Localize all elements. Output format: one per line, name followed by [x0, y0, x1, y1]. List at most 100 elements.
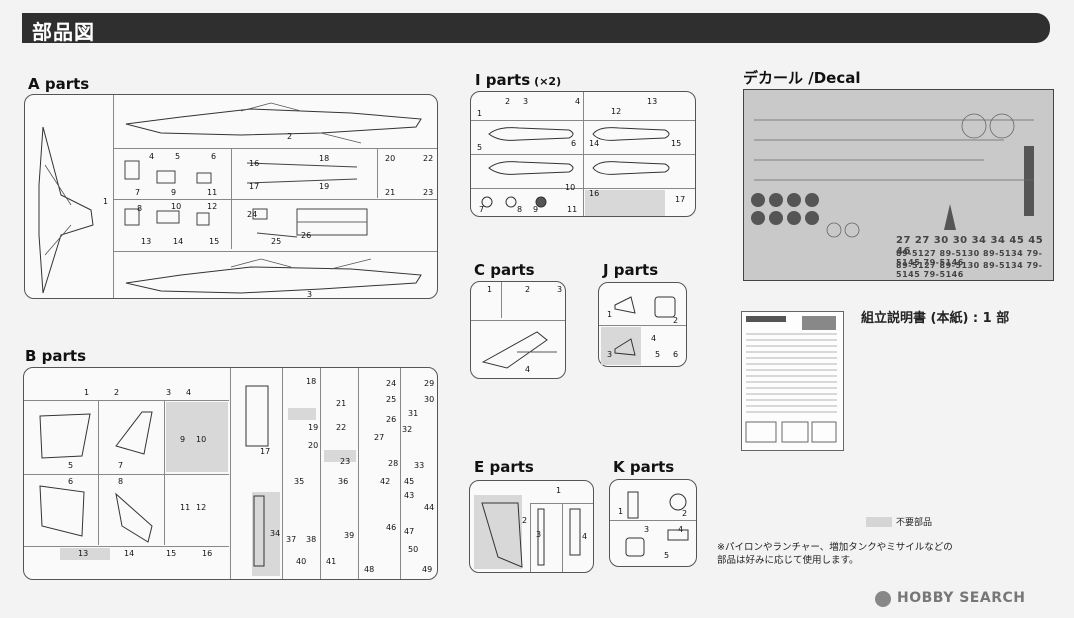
part-number: 44 [424, 503, 435, 512]
section-label-j: J parts [603, 261, 659, 279]
part-number: 35 [294, 477, 305, 486]
part-number: 32 [402, 425, 413, 434]
manual-caption: 組立説明書 (本紙) : 1 部 [861, 311, 1010, 326]
part-number: 40 [296, 557, 307, 566]
part-number: 26 [301, 231, 312, 240]
watermark-brand: HOBBY SEARCH [897, 590, 1026, 606]
part-number: 3 [536, 530, 542, 539]
fuselage-lower-part [125, 258, 422, 294]
part-number: 17 [249, 182, 260, 191]
part-number: 7 [118, 461, 124, 470]
fuselage-upper-part [125, 102, 422, 144]
part-number: 15 [166, 549, 177, 558]
part-number: 16 [202, 549, 213, 558]
page-title: 部品図 [32, 20, 95, 44]
part-number: 15 [671, 139, 682, 148]
part-number: 11 [207, 188, 218, 197]
part-number: 1 [556, 486, 562, 495]
decal-number-row-1: 27 27 30 30 34 34 45 45 46 [896, 235, 1044, 257]
part-number: 19 [308, 423, 319, 432]
unused-parts-swatch [866, 517, 892, 527]
part-number: 5 [175, 152, 181, 161]
sprue-c: 1 2 3 4 [470, 281, 566, 379]
part-number: 6 [673, 350, 679, 359]
note-line-2: 部品は好みに応じて使用します。 [717, 555, 859, 566]
part-number: 3 [523, 97, 529, 106]
section-label-i: I parts(×2) [475, 71, 561, 89]
part-number: 12 [207, 202, 218, 211]
wing-part [38, 126, 94, 294]
part-number: 18 [319, 154, 330, 163]
part-number: 29 [424, 379, 435, 388]
sprue-e: 1 2 3 4 [469, 480, 594, 573]
part-number: 4 [575, 97, 581, 106]
part-number: 17 [675, 195, 686, 204]
tail-fin-parts [39, 411, 153, 543]
decal-sheet-art [751, 113, 1034, 238]
part-number: 27 [374, 433, 385, 442]
instruction-manual-thumbnail [741, 311, 844, 451]
part-number: 2 [673, 316, 679, 325]
part-number: 46 [386, 523, 397, 532]
part-number: 10 [196, 435, 207, 444]
header-bar [22, 13, 1050, 43]
part-number: 1 [477, 109, 483, 118]
part-number: 5 [655, 350, 661, 359]
sprue-i: 1 2 3 4 5 6 7 8 9 10 11 12 13 14 15 16 1… [470, 91, 696, 217]
part-number: 4 [525, 365, 531, 374]
part-number: 21 [336, 399, 347, 408]
part-number: 12 [611, 107, 622, 116]
section-label-a: A parts [28, 75, 90, 93]
part-number: 43 [404, 491, 415, 500]
part-number: 11 [180, 503, 191, 512]
part-number: 3 [557, 285, 563, 294]
part-number: 41 [326, 557, 337, 566]
part-number: 19 [319, 182, 330, 191]
sprue-b: 1 2 3 4 5 6 7 8 9 10 11 12 13 14 15 16 1… [23, 367, 438, 580]
part-number: 17 [260, 447, 271, 456]
part-number: 5 [664, 551, 670, 560]
part-number: 33 [414, 461, 425, 470]
section-label-i-multiplier: (×2) [534, 75, 562, 88]
part-number: 49 [422, 565, 433, 574]
drop-tank-parts [488, 127, 670, 175]
part-number: 10 [171, 202, 182, 211]
part-number: 48 [364, 565, 375, 574]
part-number: 4 [149, 152, 155, 161]
part-number: 38 [306, 535, 317, 544]
part-number: 34 [270, 529, 281, 538]
sprue-k: 1 2 3 4 5 [609, 479, 697, 567]
part-number: 6 [571, 139, 577, 148]
part-number: 31 [408, 409, 419, 418]
part-number: 5 [477, 143, 483, 152]
long-parts-b [245, 385, 269, 567]
hobby-search-logo-icon [875, 591, 891, 607]
part-number: 24 [247, 210, 258, 219]
part-number: 2 [114, 388, 120, 397]
part-number: 13 [141, 237, 152, 246]
part-number: 1 [84, 388, 90, 397]
part-number: 28 [388, 459, 399, 468]
part-number: 22 [423, 154, 434, 163]
section-label-i-text: I parts [475, 71, 531, 89]
section-label-k: K parts [613, 458, 675, 476]
small-parts-a-left [124, 160, 212, 226]
part-number: 37 [286, 535, 297, 544]
part-number: 45 [404, 477, 415, 486]
part-number: 7 [135, 188, 141, 197]
decal-number-row-3: 89-5127 89-5130 89-5134 79-5145 79-5146 [896, 261, 1043, 279]
part-number: 39 [344, 531, 355, 540]
part-number: 4 [678, 525, 684, 534]
note-text: ※パイロンやランチャー、増加タンクやミサイルなどの 部品は好みに応じて使用します… [717, 541, 1017, 567]
part-number: 9 [171, 188, 177, 197]
part-number: 25 [271, 237, 282, 246]
section-label-c: C parts [474, 261, 535, 279]
part-number: 23 [340, 457, 351, 466]
decal-number-row-2: 89-5127 89-5130 89-5134 79-5145 79-5146 [896, 249, 1043, 267]
part-number: 1 [618, 507, 624, 516]
part-number: 22 [336, 423, 347, 432]
part-number: 14 [124, 549, 135, 558]
part-number: 4 [582, 532, 588, 541]
section-label-decal: デカール /Decal [743, 69, 861, 87]
part-number: 1 [607, 310, 613, 319]
